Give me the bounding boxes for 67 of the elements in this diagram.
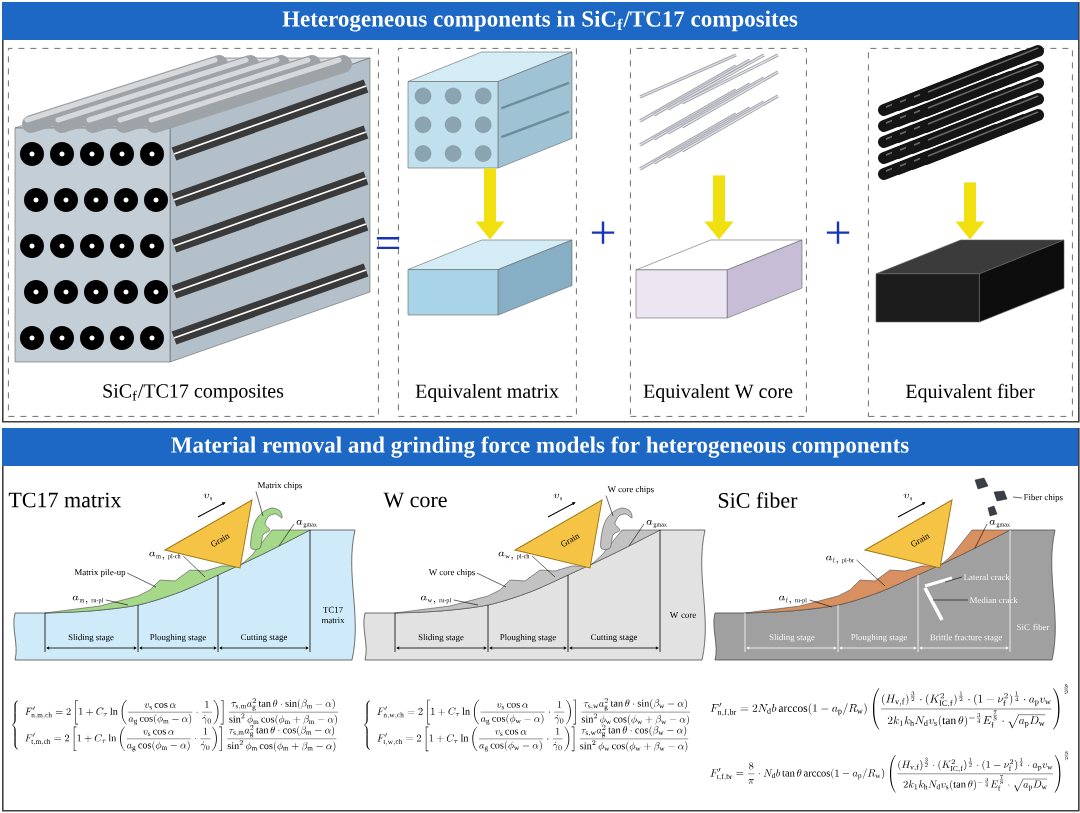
callout-text: Fiber chips	[1023, 494, 1063, 502]
material-label: W core	[669, 612, 696, 618]
leader-line	[974, 523, 988, 549]
stage-label: Sliding stage	[68, 634, 114, 642]
callout-text: Matrix chips	[257, 482, 302, 490]
panel-title: SiC fiber	[718, 492, 798, 508]
material-label: TC17 matrix	[321, 606, 345, 624]
stage-label: Sliding stage	[769, 634, 815, 642]
leader-line	[255, 491, 264, 517]
velocity-label: $v_{\mathrm{s}}$	[203, 493, 213, 501]
symbol-label: $a_{\mathrm{f,\,pl\text{-}br}}$	[826, 555, 854, 565]
leader-line	[105, 599, 129, 606]
symbol-label: $a_{\mathrm{w,\,ru\text{-}pl}}$	[420, 595, 451, 605]
leader-line	[182, 555, 206, 578]
callout-text: W core chips	[428, 569, 475, 577]
component-box: Equivalent matrix	[398, 48, 577, 417]
fiber-bundle-drawing	[878, 45, 1044, 180]
operator-symbol: +	[591, 221, 615, 244]
callout-text: Matrix pile-up	[74, 569, 126, 577]
operator-symbol: =	[376, 237, 400, 250]
formula: $F_{\mathrm{t,f,br}}^{\prime}=\frac{8}{\pi}\cdot N_{\mathrm{d}}b\tan\theta\arccos(1-a_{\mathrm{p}}/R_{\mathrm{w}})\left(\frac{(H_{\mathrm{v,f}})^{\frac{3}{2}}\cdot(K_{\mathrm{IC,f}}^{2})^{\frac{1}{2}}\cdot(1-\nu_{\mathrm{f}}^{2})^{\frac{1}{4}}\cdot a_{\mathrm{p}}v_{\mathrm{w}}}{2k_{1}k_{\mathrm{h}}N_{\mathrm{d}}v_{\mathrm{s}}(\tan\theta)^{-\frac{3}{4}}E_{\mathrm{f}}^{\frac{7}{8}}\cdot\sqrt{a_{\mathrm{p}}D_{\mathrm{w}}}}\right)^{\frac{8}{9}}$	[710, 751, 1069, 793]
callout-text: Lateral crack	[963, 573, 1010, 581]
stage-label: Cutting stage	[241, 634, 288, 642]
callout-text: Median crack	[969, 596, 1018, 604]
symbol-label: $a_{\mathrm{f,\,ru\text{-}pl}}$	[779, 595, 807, 605]
formula: $F_{\mathrm{n,f,br}}^{\prime}=2N_{\mathrm{d}}b\arccos(1-a_{\mathrm{p}}/R_{\mathrm{w}})\left(\frac{(H_{\mathrm{v,f}})^{\frac{3}{2}}\cdot(K_{\mathrm{IC,f}}^{2})^{\frac{1}{2}}\cdot(1-\nu_{\mathrm{f}}^{2})^{\frac{1}{4}}\cdot a_{\mathrm{p}}v_{\mathrm{w}}}{2k_{1}k_{\mathrm{h}}N_{\mathrm{d}}v_{\mathrm{s}}(\tan\theta)^{-\frac{3}{4}}E_{\mathrm{f}}^{\frac{7}{8}}\cdot\sqrt{a_{\mathrm{p}}D_{\mathrm{w}}}}\right)^{\frac{8}{9}}$	[710, 684, 1069, 730]
leader-line	[944, 576, 963, 583]
leader-line	[1012, 496, 1023, 499]
component-box: Equivalent W core	[630, 48, 807, 417]
velocity-label: $v_{\mathrm{s}}$	[903, 493, 913, 501]
panel-title: W core	[383, 492, 447, 508]
callout-text: W core chips	[607, 486, 654, 494]
block-drawing	[635, 239, 803, 319]
velocity-label: $v_{\mathrm{s}}$	[553, 493, 563, 501]
block-drawing	[407, 239, 573, 316]
component-box: Equivalent fiber	[868, 48, 1073, 417]
leader-line	[856, 559, 886, 587]
leader-line	[476, 572, 507, 588]
symbol-label: $a_{\mathrm{m,\,ru\text{-}pl}}$	[72, 595, 104, 605]
leader-line	[278, 523, 295, 547]
header-band: Heterogeneous components in SiC$_{f}$/TC17 composites	[2, 2, 1078, 40]
leader-line	[531, 555, 556, 578]
stage-label: Sliding stage	[418, 634, 464, 642]
leader-line	[809, 599, 833, 608]
operator-symbol: +	[826, 221, 850, 244]
header-band: Material removal and grinding force models for heterogeneous components	[2, 428, 1078, 466]
matrix-block-drawing	[407, 51, 573, 169]
symbol-label: $a_{\mathrm{gmax}}$	[646, 520, 667, 528]
block-drawing	[875, 239, 1065, 323]
leader-line	[605, 495, 614, 517]
grain-triangle: Grain	[864, 499, 953, 569]
stage-label: Ploughing stage	[500, 634, 556, 642]
symbol-label: $a_{\mathrm{gmax}}$	[989, 520, 1010, 528]
rods-drawing	[639, 53, 779, 171]
leader-line	[453, 599, 479, 606]
symbol-label: $a_{\mathrm{gmax}}$	[296, 520, 317, 528]
stage-label: Brittle fracture stage	[930, 633, 1002, 643]
formula: $\left\{\begin{array}{l}\displaystyle F_{\mathrm{n,m,ch}}^{\prime}=2\left[1+C_{\tau}\ln\left(\frac{v_{\mathrm{s}}\cos\alpha}{a_{\mathrm{g}}\cos(\phi_{\mathrm{m}}-\alpha)}\cdot\frac{1}{\dot{\gamma}_{0}}\right)\right]\frac{\tau_{\mathrm{s,m}}a_{\mathrm{g}}^{2}\tan\theta\cdot\sin(\beta_{\mathrm{m}}-\alpha)}{\sin^{2}\phi_{\mathrm{m}}\cos(\phi_{\mathrm{m}}+\beta_{\mathrm{m}}-\alpha)}\\[4pt]\displaystyle F_{\mathrm{t,m,ch}}^{\prime}=2\left[1+C_{\tau}\ln\left(\frac{v_{\mathrm{s}}\cos\alpha}{a_{\mathrm{g}}\cos(\phi_{\mathrm{m}}-\alpha)}\cdot\frac{1}{\dot{\gamma}_{0}}\right)\right]\frac{\tau_{\mathrm{s,m}}a_{\mathrm{g}}^{2}\tan\theta\cdot\cos(\beta_{\mathrm{m}}-\alpha)}{\sin^{2}\phi_{\mathrm{m}}\cos(\phi_{\mathrm{m}}+\beta_{\mathrm{m}}-\alpha)}\end{array}\right.$	[12, 698, 338, 752]
leader-line	[932, 599, 969, 601]
formula: $\left\{\begin{array}{l}\displaystyle F_{\mathrm{n,w,ch}}^{\prime}=2\left[1+C_{\tau}\ln\left(\frac{v_{\mathrm{s}}\cos\alpha}{a_{\mathrm{g}}\cos(\phi_{\mathrm{w}}-\alpha)}\cdot\frac{1}{\dot{\gamma}_{0}}\right)\right]\frac{\tau_{\mathrm{s,w}}a_{\mathrm{g}}^{2}\tan\theta\cdot\sin(\beta_{\mathrm{w}}-\alpha)}{\sin^{2}\phi_{\mathrm{w}}\cos(\phi_{\mathrm{w}}+\beta_{\mathrm{w}}-\alpha)}\\[4pt]\displaystyle F_{\mathrm{t,w,ch}}^{\prime}=2\left[1+C_{\tau}\ln\left(\frac{v_{\mathrm{s}}\cos\alpha}{a_{\mathrm{g}}\cos(\phi_{\mathrm{w}}-\alpha)}\cdot\frac{1}{\dot{\gamma}_{0}}\right)\right]\frac{\tau_{\mathrm{s,w}}a_{\mathrm{g}}^{2}\tan\theta\cdot\cos(\beta_{\mathrm{w}}-\alpha)}{\sin^{2}\phi_{\mathrm{w}}\cos(\phi_{\mathrm{w}}+\beta_{\mathrm{w}}-\alpha)}\end{array}\right.$	[364, 698, 690, 752]
material-label: SiC fiber	[1017, 623, 1050, 631]
stage-label: Ploughing stage	[150, 634, 206, 642]
leader-line	[628, 523, 645, 547]
leader-line	[126, 572, 157, 588]
stage-label: Cutting stage	[591, 634, 638, 642]
panel-title: TC17 matrix	[8, 492, 122, 508]
stage-label: Ploughing stage	[851, 634, 907, 642]
